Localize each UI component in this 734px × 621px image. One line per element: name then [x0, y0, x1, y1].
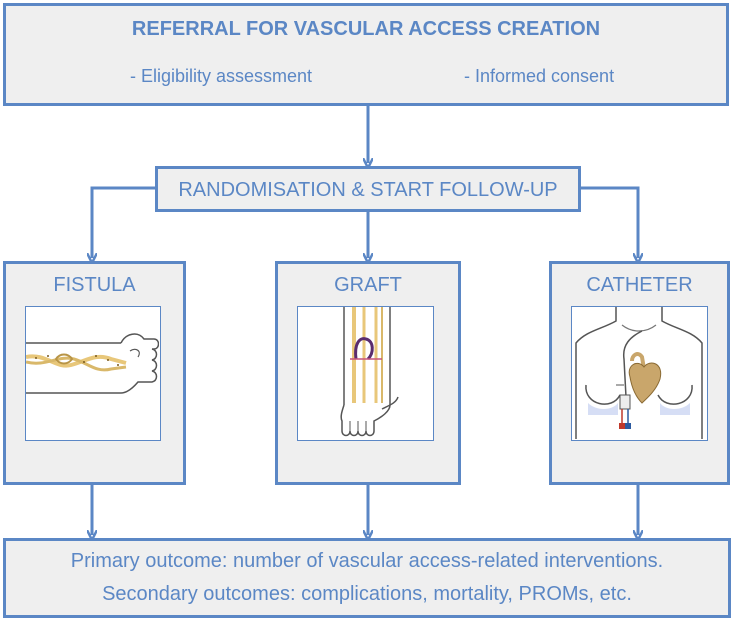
arrow-to-fistula — [92, 186, 158, 258]
arm-graft-illustration — [297, 306, 434, 441]
eligibility-assessment: - Eligibility assessment — [130, 66, 313, 86]
arm-fistula-illustration — [25, 306, 161, 441]
randomisation-label: RANDOMISATION & START FOLLOW-UP — [178, 179, 558, 201]
catheter-label: CATHETER — [586, 274, 693, 296]
arrow-to-catheter — [578, 186, 638, 258]
chest-catheter-illustration — [571, 306, 708, 441]
referral-box: REFERRAL FOR VASCULAR ACCESS CREATION - … — [3, 3, 729, 106]
referral-title: REFERRAL FOR VASCULAR ACCESS CREATION — [131, 18, 601, 40]
informed-consent: - Informed consent — [464, 66, 615, 86]
primary-outcome: Primary outcome: number of vascular acce… — [70, 550, 664, 572]
randomisation-box: RANDOMISATION & START FOLLOW-UP — [155, 166, 581, 212]
graft-label: GRAFT — [334, 274, 402, 296]
secondary-outcomes: Secondary outcomes: complications, morta… — [102, 583, 632, 605]
outcomes-box: Primary outcome: number of vascular acce… — [3, 538, 731, 618]
fistula-label: FISTULA — [53, 274, 136, 296]
